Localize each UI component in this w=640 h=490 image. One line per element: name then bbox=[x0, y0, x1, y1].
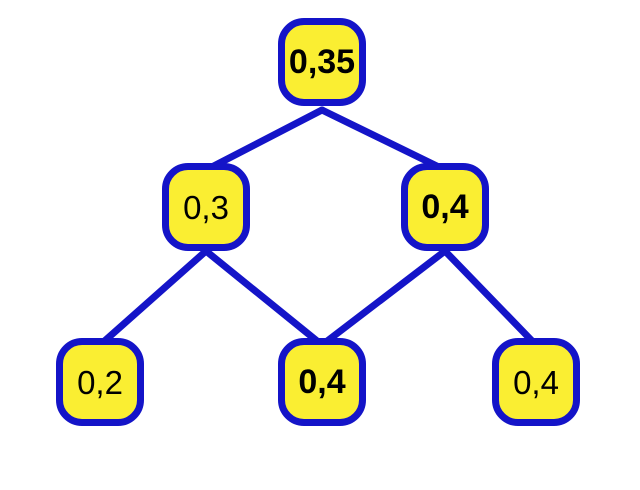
lattice-node-root[interactable]: 0,35 bbox=[278, 18, 366, 106]
lattice-node-level1-right[interactable]: 0,4 bbox=[401, 163, 489, 251]
lattice-edges bbox=[96, 106, 540, 349]
node-value-label: 0,3 bbox=[183, 188, 229, 226]
lattice-edge bbox=[318, 106, 449, 174]
lattice-edge bbox=[202, 247, 326, 349]
node-value-label: 0,4 bbox=[513, 363, 559, 401]
lattice-edge bbox=[318, 247, 449, 349]
lattice-node-level2-left[interactable]: 0,2 bbox=[56, 338, 144, 426]
lattice-edge bbox=[441, 247, 540, 349]
node-value-label: 0,4 bbox=[298, 363, 346, 401]
lattice-edge bbox=[96, 247, 210, 349]
node-value-label: 0,2 bbox=[77, 363, 123, 401]
lattice-edge bbox=[202, 106, 326, 174]
lattice-node-level2-center[interactable]: 0,4 bbox=[278, 338, 366, 426]
node-value-label: 0,35 bbox=[288, 43, 356, 81]
lattice-node-level1-left[interactable]: 0,3 bbox=[162, 163, 250, 251]
lattice-node-level2-right[interactable]: 0,4 bbox=[492, 338, 580, 426]
node-value-label: 0,4 bbox=[421, 188, 469, 226]
